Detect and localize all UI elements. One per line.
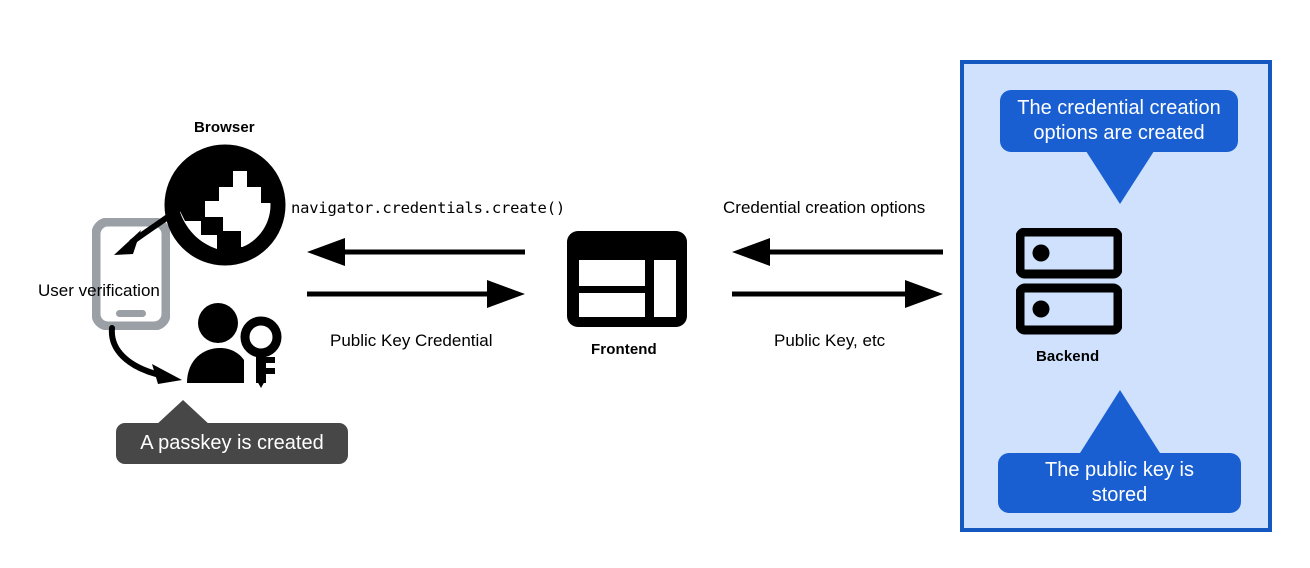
smartphone-icon (91, 217, 171, 335)
credential-creation-options-label: Credential creation options (723, 198, 926, 217)
key-stored-line1: The public key is (1045, 459, 1194, 481)
credential-creation-options-arrow (730, 238, 945, 271)
backend-label: Backend (1036, 348, 1100, 365)
phone-to-passkey-arrow (100, 322, 210, 397)
key-stored-callout-tail (1080, 390, 1160, 453)
person-key-icon (185, 303, 285, 393)
options-created-callout: The credential creation options are crea… (1000, 90, 1238, 152)
public-key-credential-label: Public Key Credential (330, 331, 493, 350)
public-key-etc-label: Public Key, etc (774, 331, 886, 350)
key-stored-callout: The public key is stored (998, 453, 1241, 513)
key-stored-line2: stored (1091, 484, 1148, 506)
frontend-label: Frontend (591, 341, 657, 358)
options-created-line2: options are created (1033, 122, 1205, 144)
passkey-tooltip-text: A passkey is created (140, 432, 324, 454)
public-key-credential-arrow (305, 280, 527, 313)
user-verification-label: User verification (38, 281, 160, 300)
browser-to-phone-arrow (84, 180, 214, 275)
globe-icon (163, 143, 287, 272)
passkey-tooltip-tail (155, 400, 211, 426)
options-created-callout-tail (1084, 148, 1156, 204)
navigator-create-label: navigator.credentials.create() (291, 199, 565, 217)
browser-label: Browser (194, 119, 255, 136)
navigator-create-arrow (305, 238, 527, 271)
public-key-etc-arrow (730, 280, 945, 313)
options-created-line1: The credential creation (1017, 97, 1221, 119)
passkey-created-tooltip: A passkey is created (116, 423, 348, 464)
server-icon (1015, 227, 1123, 341)
web-layout-icon (567, 231, 687, 332)
